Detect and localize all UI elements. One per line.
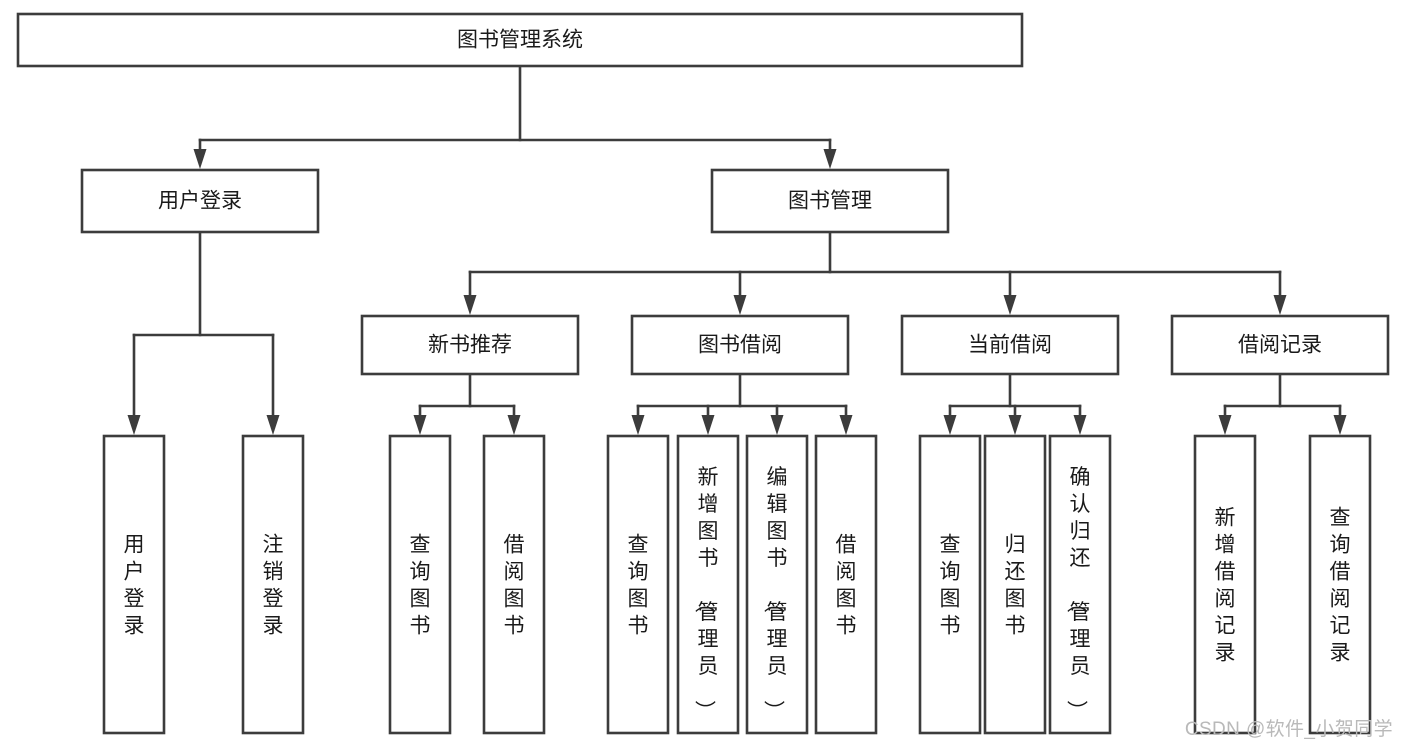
connector-group bbox=[1218, 372, 1347, 435]
node-leaf-query-book-rec[interactable]: 查询图书 bbox=[388, 434, 452, 735]
node-current-borrow[interactable]: 当前借阅 bbox=[900, 314, 1120, 376]
arrow-head-icon bbox=[193, 149, 207, 169]
node-label: 新增借阅记录 bbox=[1215, 507, 1236, 665]
node-box[interactable] bbox=[16, 12, 1024, 68]
node-label: 图书管理系统 bbox=[457, 29, 583, 52]
arrow-head-icon bbox=[266, 415, 280, 435]
node-leaf-user-login[interactable]: 用户登录 bbox=[102, 434, 166, 735]
watermark-text: CSDN @软件_小贺同学 bbox=[1184, 719, 1393, 740]
node-label: 查询图书 bbox=[410, 534, 431, 638]
arrow-head-icon bbox=[1073, 415, 1087, 435]
node-label: 确认归还（管理员） bbox=[1065, 466, 1091, 721]
connector-group bbox=[193, 64, 837, 169]
node-leaf-add-book[interactable]: 新增图书（管理员） bbox=[676, 434, 740, 735]
node-box[interactable] bbox=[1048, 434, 1112, 735]
node-label: 借阅记录 bbox=[1238, 334, 1322, 357]
node-user-login[interactable]: 用户登录 bbox=[80, 168, 320, 234]
arrow-head-icon bbox=[1008, 415, 1022, 435]
node-box[interactable] bbox=[676, 434, 740, 735]
arrow-head-icon bbox=[463, 295, 477, 315]
node-box[interactable] bbox=[710, 168, 950, 234]
node-label: 当前借阅 bbox=[968, 334, 1052, 357]
node-leaf-borrow-book-rec[interactable]: 借阅图书 bbox=[482, 434, 546, 735]
node-leaf-query-book-current[interactable]: 查询图书 bbox=[918, 434, 982, 735]
arrow-head-icon bbox=[413, 415, 427, 435]
node-label: 注销登录 bbox=[263, 534, 284, 638]
node-leaf-confirm-return[interactable]: 确认归还（管理员） bbox=[1048, 434, 1112, 735]
node-box[interactable] bbox=[900, 314, 1120, 376]
node-box[interactable] bbox=[983, 434, 1047, 735]
arrow-head-icon bbox=[1003, 295, 1017, 315]
connector-group bbox=[463, 230, 1287, 315]
node-label: 编辑图书（管理员） bbox=[762, 466, 788, 721]
node-leaf-add-record[interactable]: 新增借阅记录 bbox=[1193, 434, 1257, 735]
arrow-head-icon bbox=[1273, 295, 1287, 315]
node-label: 用户登录 bbox=[158, 190, 242, 213]
node-book-manage[interactable]: 图书管理 bbox=[710, 168, 950, 234]
node-box[interactable] bbox=[745, 434, 809, 735]
node-box[interactable] bbox=[606, 434, 670, 735]
node-leaf-edit-book[interactable]: 编辑图书（管理员） bbox=[745, 434, 809, 735]
node-box[interactable] bbox=[1170, 314, 1390, 376]
node-box[interactable] bbox=[918, 434, 982, 735]
node-box[interactable] bbox=[360, 314, 580, 376]
node-label: 图书管理 bbox=[788, 190, 872, 213]
node-leaf-borrow-book[interactable]: 借阅图书 bbox=[814, 434, 878, 735]
node-box[interactable] bbox=[241, 434, 305, 735]
node-root[interactable]: 图书管理系统 bbox=[16, 12, 1024, 68]
arrow-head-icon bbox=[127, 415, 141, 435]
arrow-head-icon bbox=[1333, 415, 1347, 435]
node-box[interactable] bbox=[482, 434, 546, 735]
node-box[interactable] bbox=[80, 168, 320, 234]
node-borrow-record[interactable]: 借阅记录 bbox=[1170, 314, 1390, 376]
node-new-book-rec[interactable]: 新书推荐 bbox=[360, 314, 580, 376]
node-label: 查询图书 bbox=[628, 534, 649, 638]
node-layer: 图书管理系统用户登录图书管理新书推荐图书借阅当前借阅借阅记录用户登录注销登录查询… bbox=[16, 12, 1390, 735]
node-book-borrow[interactable]: 图书借阅 bbox=[630, 314, 850, 376]
arrow-head-icon bbox=[839, 415, 853, 435]
node-box[interactable] bbox=[388, 434, 452, 735]
connector-layer bbox=[127, 64, 1347, 435]
node-label: 新书推荐 bbox=[428, 334, 512, 357]
node-label: 借阅图书 bbox=[504, 534, 525, 638]
node-label: 用户登录 bbox=[124, 534, 145, 638]
node-leaf-query-record[interactable]: 查询借阅记录 bbox=[1308, 434, 1372, 735]
node-leaf-return-book[interactable]: 归还图书 bbox=[983, 434, 1047, 735]
node-label: 归还图书 bbox=[1005, 534, 1026, 638]
node-box[interactable] bbox=[630, 314, 850, 376]
node-box[interactable] bbox=[1193, 434, 1257, 735]
arrow-head-icon bbox=[823, 149, 837, 169]
arrow-head-icon bbox=[507, 415, 521, 435]
node-label: 借阅图书 bbox=[836, 534, 857, 638]
arrow-head-icon bbox=[733, 295, 747, 315]
node-label: 查询图书 bbox=[940, 534, 961, 638]
node-label: 新增图书（管理员） bbox=[693, 466, 719, 721]
arrow-head-icon bbox=[770, 415, 784, 435]
node-box[interactable] bbox=[1308, 434, 1372, 735]
node-leaf-query-book-borrow[interactable]: 查询图书 bbox=[606, 434, 670, 735]
connector-group bbox=[943, 372, 1087, 435]
arrow-head-icon bbox=[1218, 415, 1232, 435]
node-box[interactable] bbox=[814, 434, 878, 735]
arrow-head-icon bbox=[943, 415, 957, 435]
arrow-head-icon bbox=[701, 415, 715, 435]
connector-group bbox=[413, 372, 521, 435]
connector-group bbox=[631, 372, 853, 435]
node-label: 查询借阅记录 bbox=[1330, 507, 1351, 665]
node-leaf-logout[interactable]: 注销登录 bbox=[241, 434, 305, 735]
arrow-head-icon bbox=[631, 415, 645, 435]
node-label: 图书借阅 bbox=[698, 334, 782, 357]
connector-group bbox=[127, 230, 280, 435]
node-box[interactable] bbox=[102, 434, 166, 735]
